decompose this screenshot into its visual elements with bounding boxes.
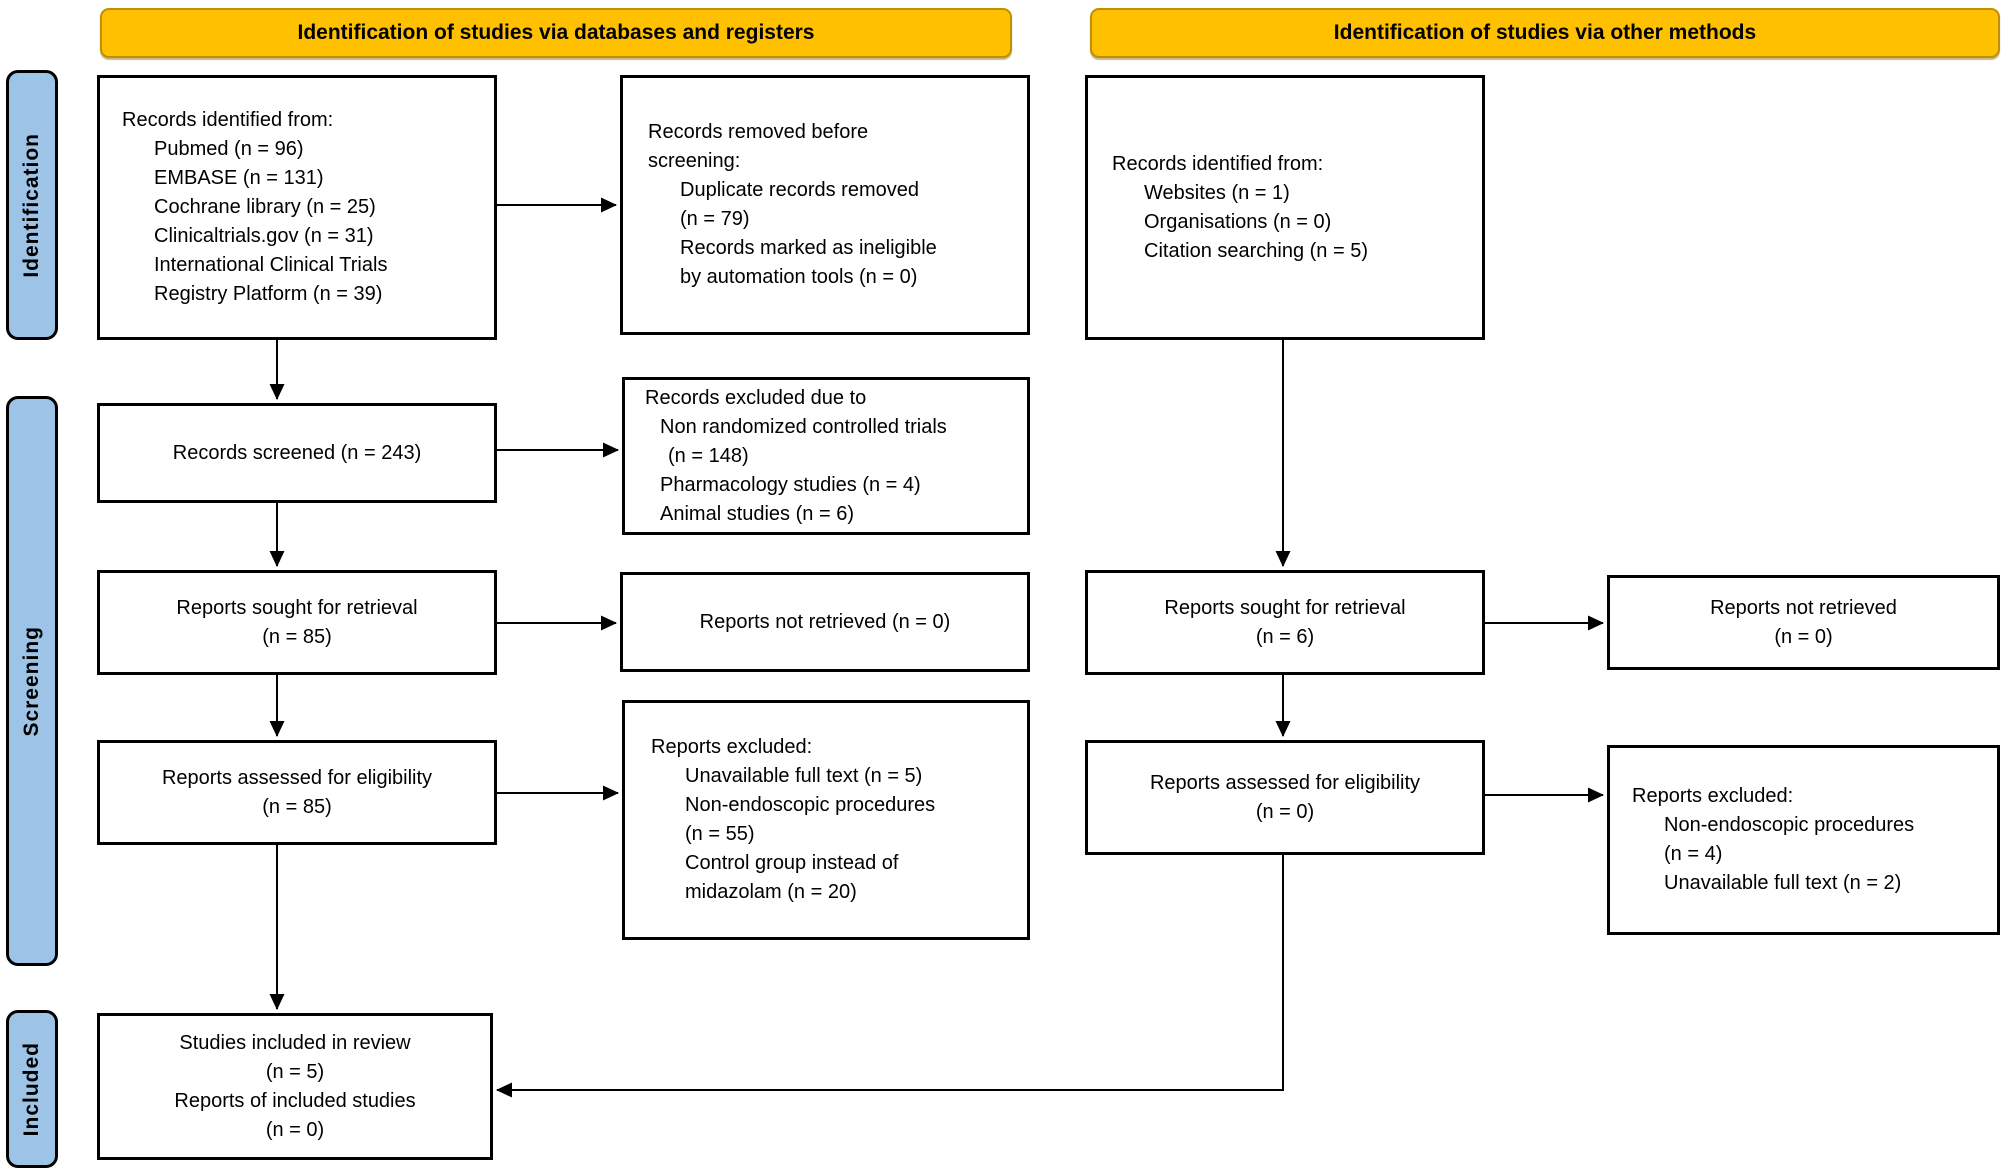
box-line: Duplicate records removed bbox=[680, 179, 919, 201]
box-line: by automation tools (n = 0) bbox=[680, 266, 918, 288]
rail-identification: Identification bbox=[6, 70, 58, 340]
box-line: (n = 0) bbox=[265, 1118, 325, 1141]
box-line: (n = 55) bbox=[685, 823, 755, 845]
box-reports-excluded-other: Reports excluded: Non-endoscopic procedu… bbox=[1607, 745, 2000, 935]
arrow-other-assessed-to-included bbox=[496, 855, 1284, 1098]
box-line: Reports sought for retrieval bbox=[1164, 596, 1406, 619]
box-line: International Clinical Trials bbox=[154, 254, 388, 276]
box-line: Websites (n = 1) bbox=[1144, 181, 1290, 204]
box-records-identified-other: Records identified from: Websites (n = 1… bbox=[1085, 75, 1485, 340]
box-line: Reports excluded: bbox=[1632, 785, 1794, 807]
box-line: Citation searching (n = 5) bbox=[1144, 239, 1369, 262]
box-line: Reports sought for retrieval bbox=[176, 596, 418, 619]
box-line: Reports of included studies bbox=[174, 1089, 416, 1112]
box-line: Clinicaltrials.gov (n = 31) bbox=[154, 225, 374, 247]
box-line: EMBASE (n = 131) bbox=[154, 167, 324, 189]
box-line: Records screened (n = 243) bbox=[172, 441, 422, 464]
box-line: (n = 5) bbox=[265, 1060, 325, 1083]
box-line: (n = 4) bbox=[1664, 843, 1723, 865]
rail-identification-label: Identification bbox=[20, 132, 43, 278]
box-reports-sought-other: Reports sought for retrieval (n = 6) bbox=[1085, 570, 1485, 675]
box-line: (n = 85) bbox=[262, 795, 332, 818]
box-line: (n = 79) bbox=[680, 208, 750, 230]
box-line: Studies included in review bbox=[179, 1031, 411, 1054]
box-line: Cochrane library (n = 25) bbox=[154, 196, 376, 218]
box-line: Registry Platform (n = 39) bbox=[154, 283, 383, 305]
box-reports-sought-databases: Reports sought for retrieval (n = 85) bbox=[97, 570, 497, 675]
box-line: Reports assessed for eligibility bbox=[161, 766, 433, 789]
box-line: Control group instead of bbox=[685, 852, 899, 874]
box-line: (n = 0) bbox=[1774, 625, 1833, 648]
box-reports-assessed-databases: Reports assessed for eligibility (n = 85… bbox=[97, 740, 497, 845]
rail-screening-label: Screening bbox=[20, 625, 43, 737]
box-records-excluded: Records excluded due to Non randomized c… bbox=[622, 377, 1030, 535]
box-line: Non-endoscopic procedures bbox=[1664, 814, 1915, 836]
box-line: Records excluded due to bbox=[645, 386, 867, 409]
box-line: Unavailable full text (n = 5) bbox=[685, 765, 923, 787]
banner-databases-registers: Identification of studies via databases … bbox=[100, 8, 1012, 58]
box-line: (n = 85) bbox=[262, 625, 332, 648]
box-line: (n = 148) bbox=[668, 444, 749, 467]
box-studies-included: Studies included in review (n = 5) Repor… bbox=[97, 1013, 493, 1160]
box-line: midazolam (n = 20) bbox=[685, 881, 857, 903]
box-line: Reports not retrieved bbox=[1710, 596, 1897, 619]
box-line: Non randomized controlled trials bbox=[660, 415, 947, 438]
rail-included-label: Included bbox=[20, 1041, 43, 1137]
box-line: Records removed before bbox=[648, 121, 869, 143]
box-line: screening: bbox=[648, 150, 741, 172]
banner-databases-label: Identification of studies via databases … bbox=[297, 21, 815, 44]
box-records-screened: Records screened (n = 243) bbox=[97, 403, 497, 503]
box-line: (n = 0) bbox=[1255, 800, 1315, 823]
box-reports-not-retrieved-other: Reports not retrieved (n = 0) bbox=[1607, 575, 2000, 670]
box-line: Unavailable full text (n = 2) bbox=[1664, 872, 1902, 894]
box-line: Pharmacology studies (n = 4) bbox=[660, 473, 921, 496]
box-line: Records marked as ineligible bbox=[680, 237, 937, 259]
banner-other-label: Identification of studies via other meth… bbox=[1333, 21, 1757, 44]
box-line: (n = 6) bbox=[1255, 625, 1315, 648]
box-reports-assessed-other: Reports assessed for eligibility (n = 0) bbox=[1085, 740, 1485, 855]
box-line: Animal studies (n = 6) bbox=[660, 502, 854, 525]
rail-included: Included bbox=[6, 1010, 58, 1168]
box-records-identified-databases: Records identified from: Pubmed (n = 96)… bbox=[97, 75, 497, 340]
rail-screening: Screening bbox=[6, 396, 58, 966]
box-line: Pubmed (n = 96) bbox=[154, 138, 304, 160]
box-line: Reports not retrieved (n = 0) bbox=[699, 610, 951, 633]
box-records-removed-before-screening: Records removed before screening: Duplic… bbox=[620, 75, 1030, 335]
banner-other-methods: Identification of studies via other meth… bbox=[1090, 8, 2000, 58]
box-line: Reports assessed for eligibility bbox=[1149, 771, 1421, 794]
box-line: Organisations (n = 0) bbox=[1144, 210, 1332, 233]
box-reports-not-retrieved-databases: Reports not retrieved (n = 0) bbox=[620, 572, 1030, 672]
box-reports-excluded-databases: Reports excluded: Unavailable full text … bbox=[622, 700, 1030, 940]
box-line: Records identified from: bbox=[1112, 152, 1324, 175]
box-line: Reports excluded: bbox=[651, 736, 813, 758]
box-line: Non-endoscopic procedures bbox=[685, 794, 936, 816]
box-line: Records identified from: bbox=[122, 109, 334, 131]
